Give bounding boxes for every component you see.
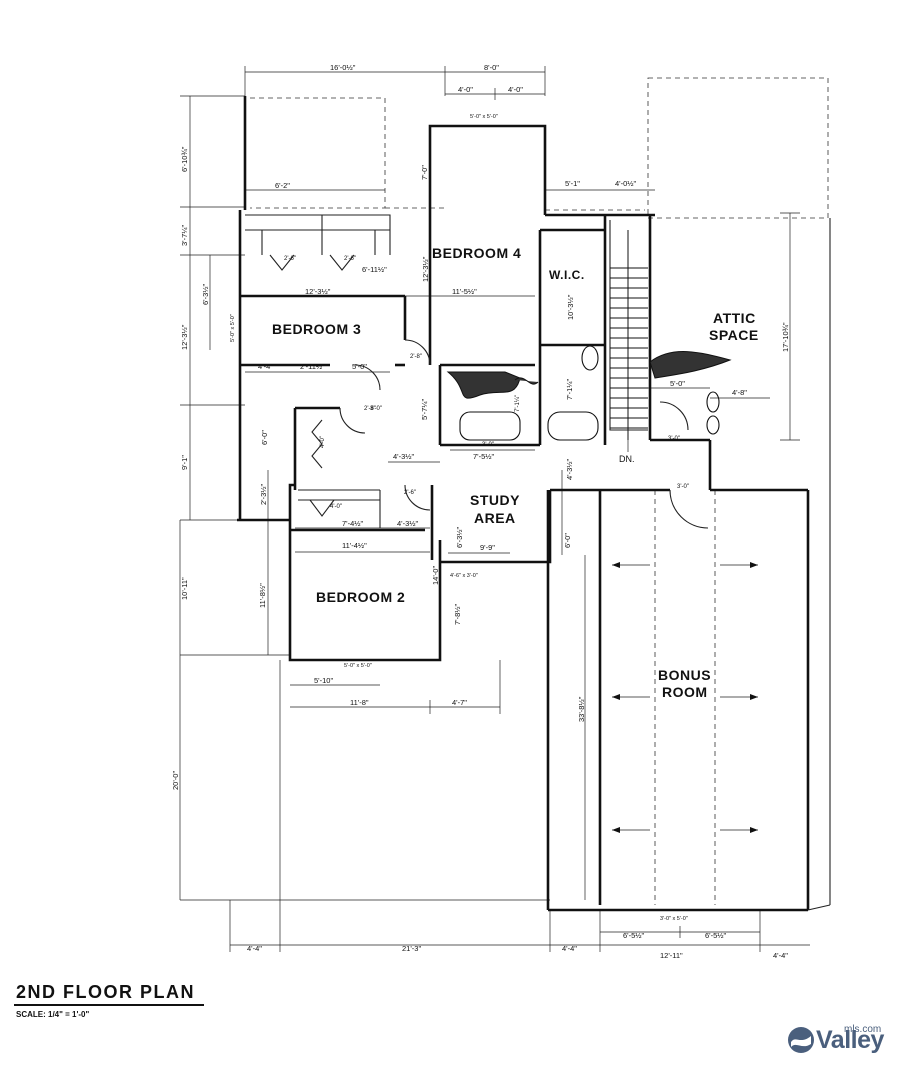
dimension-label: 10'-11" (180, 577, 189, 600)
dimension-label: 12'-3½" (305, 287, 331, 296)
dimension-label: 11'-4½" (342, 541, 367, 550)
valley-logo-icon (788, 1027, 814, 1053)
dimension-label: 3'-0" (668, 436, 680, 442)
dimension-label: 11'-8½" (258, 583, 267, 608)
walls (237, 96, 831, 912)
dimension-label: 4'-6" x 3'-0" (450, 573, 478, 579)
stairs (610, 230, 648, 452)
dimension-label: 2'-3½" (259, 483, 268, 505)
dimension-label: 4'-8" (732, 388, 747, 397)
dimension-label: 4'-3½" (393, 452, 415, 461)
valley-mls-logo: mls.com Valley (786, 1022, 896, 1058)
dimension-label: 20'-0" (171, 771, 180, 790)
dimension-label: 6'-11½" (362, 265, 387, 274)
door-swings (269, 254, 709, 529)
room-labels: BEDROOM 4 BEDROOM 3 BEDROOM 2 W.I.C. ATT… (272, 245, 759, 700)
dimension-label: 2'-6" (404, 490, 416, 496)
dimension-label: 4'-0" (330, 504, 342, 510)
bath-fixtures (446, 345, 732, 441)
dimension-label: 12'-3½" (421, 256, 430, 282)
dimension-label: 2'-6" (344, 256, 356, 262)
dimension-label: 17'-10¾" (781, 322, 790, 352)
dimension-label: 5'-0" x 5'-0" (230, 314, 236, 342)
dimension-label: 6'-3½" (455, 526, 464, 548)
stair-down-label: DN. (619, 454, 635, 464)
bonus-room-arrows (612, 562, 758, 833)
dimension-label: 14'-0" (431, 566, 440, 585)
dimension-lines (179, 66, 810, 952)
bonus-label-2: ROOM (662, 684, 708, 700)
dimension-label: 5'-0" x 5'-0" (344, 663, 372, 669)
dimension-label: 5'-10" (314, 676, 333, 685)
dimension-label: 7'-1¼" (515, 395, 521, 412)
dimension-label: 3'-0" x 5'-0" (660, 916, 688, 922)
title-underline (14, 1004, 204, 1006)
dimension-label: 11'-8" (350, 698, 369, 707)
dimension-label: 7'-0" (420, 165, 429, 180)
dimension-label: 7'-5½" (473, 452, 495, 461)
bedroom2-label: BEDROOM 2 (316, 589, 405, 605)
dimension-label: 33'-8½" (577, 696, 586, 722)
dimension-label: 11'-5½" (452, 287, 477, 296)
dimension-label: 7'-4½" (342, 519, 364, 528)
dimension-label: 4'-0" (320, 436, 326, 448)
dimension-label: 4'-3½" (565, 458, 574, 480)
dimension-label: 8'-0" (484, 63, 499, 72)
dimension-label: 2'-6" (284, 256, 296, 262)
plan-scale: SCALE: 1/4" = 1'-0" (16, 1010, 90, 1019)
dimension-label: 9'-1" (180, 455, 189, 470)
attic-label-1: ATTIC (713, 310, 756, 326)
wic-label: W.I.C. (549, 268, 585, 282)
dimension-label: 12'-11" (660, 951, 683, 960)
dimension-label: 6'-5½" (623, 931, 645, 940)
dimension-label: 4'-4" (247, 944, 262, 953)
bedroom4-label: BEDROOM 4 (432, 245, 521, 261)
dimension-label: 3'-0" (370, 406, 382, 412)
dimension-label: 4'-4" (258, 362, 273, 371)
logo-name: Valley (816, 1026, 884, 1054)
dimension-label: 5'-1" (565, 179, 580, 188)
plan-title: 2ND FLOOR PLAN (16, 982, 196, 1002)
dimension-label: 5'-0" (352, 362, 367, 371)
dimension-label: 6'-5½" (705, 931, 727, 940)
bedroom3-label: BEDROOM 3 (272, 321, 361, 337)
dimension-label: 2'-11½" (300, 362, 325, 371)
dimension-label: 7'-1¼" (565, 378, 574, 400)
roof-outlines (250, 77, 829, 905)
dimension-label: 4'-7" (452, 698, 467, 707)
dimension-label: 2'-8" (410, 354, 422, 360)
dimension-label: 4'-0" (458, 85, 473, 94)
dimension-label: 7'-8½" (453, 603, 462, 625)
logo-domain: mls.com (844, 1024, 882, 1035)
dimension-label: 6'-10¾" (180, 146, 189, 172)
dimension-label: 21'-3" (402, 944, 421, 953)
dimension-label: 4'-3½" (397, 519, 419, 528)
dimension-label: 3'-0" (677, 484, 689, 490)
dimension-labels: 16'-0½" 8'-0" 4'-0" 4'-0" 5'-0" x 5'-0" … (171, 63, 790, 960)
dimension-label: 6'-0" (563, 533, 572, 548)
dimension-label: 10'-3½" (566, 294, 575, 320)
attic-label-2: SPACE (709, 327, 759, 343)
dimension-label: 4'-0½" (615, 179, 637, 188)
dimension-label: 5'-0" x 5'-0" (470, 114, 498, 120)
bonus-label-1: BONUS (658, 667, 711, 683)
dimension-label: 6'-2" (275, 181, 290, 190)
dimension-label: 16'-0½" (330, 63, 356, 72)
dimension-label: 4'-4" (773, 951, 788, 960)
dimension-label: 12'-3½" (180, 324, 189, 350)
dimension-label: 3'-0" (482, 442, 494, 448)
dimension-label: 5'-0" (670, 379, 685, 388)
dimension-label: 4'-0" (508, 85, 523, 94)
study-label-2: AREA (474, 510, 516, 526)
dimension-label: 5'-7¼" (420, 398, 429, 420)
dimension-label: 2'-6" (364, 406, 376, 412)
dimension-label: 6'-3½" (201, 283, 210, 305)
dimension-label: 9'-9" (480, 543, 495, 552)
study-label-1: STUDY (470, 492, 520, 508)
dimension-label: 6'-0" (260, 430, 269, 445)
dimension-label: 3'-7¼" (180, 224, 189, 246)
dimension-label: 4'-4" (562, 944, 577, 953)
